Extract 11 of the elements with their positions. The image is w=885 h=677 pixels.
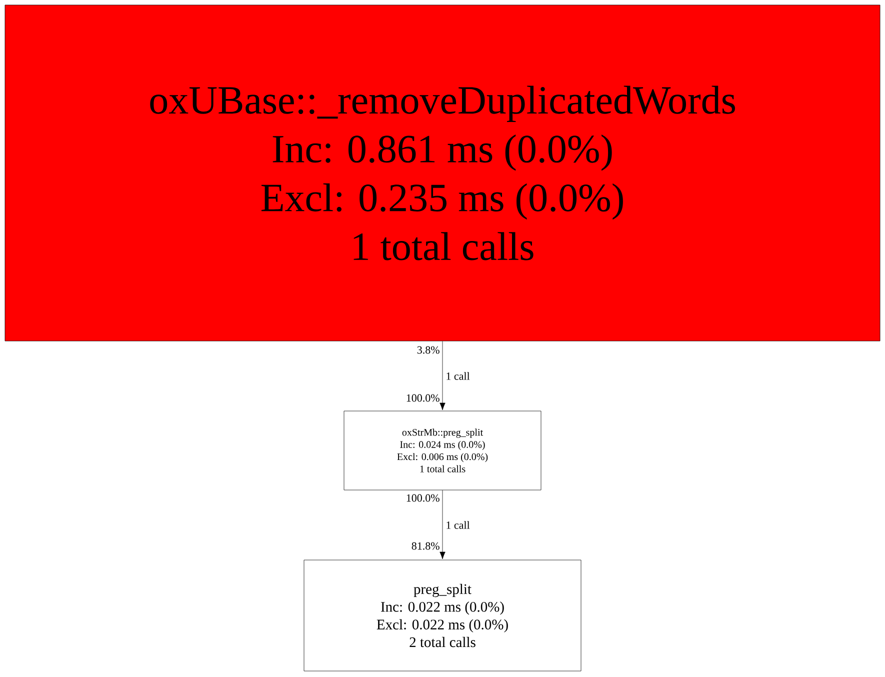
percentage-label: 81.8% — [412, 542, 440, 550]
arrow — [440, 490, 446, 560]
percentage-label: 100.0% — [406, 394, 440, 402]
function-box: oxStrMb::preg_split Inc: 0.024 ms (0.0%) Excl: 0.006 ms (0.0%) 1 total calls — [344, 410, 542, 490]
arrow — [440, 341, 446, 410]
percentage-label: 100.0% — [406, 494, 440, 502]
edge-label: 1 call — [444, 371, 471, 381]
percentage-label: 3.8% — [417, 346, 440, 354]
edge-label: 1 call — [444, 520, 471, 530]
function-box: oxUBase::_removeDuplicatedWords Inc: 0.861 ms (0.0%) Excl: 0.235 ms (0.0%) 1 total calls — [4, 4, 880, 342]
function-box: preg_split Inc: 0.022 ms (0.0%) Excl: 0.022 ms (0.0%) 2 total calls — [304, 560, 582, 672]
